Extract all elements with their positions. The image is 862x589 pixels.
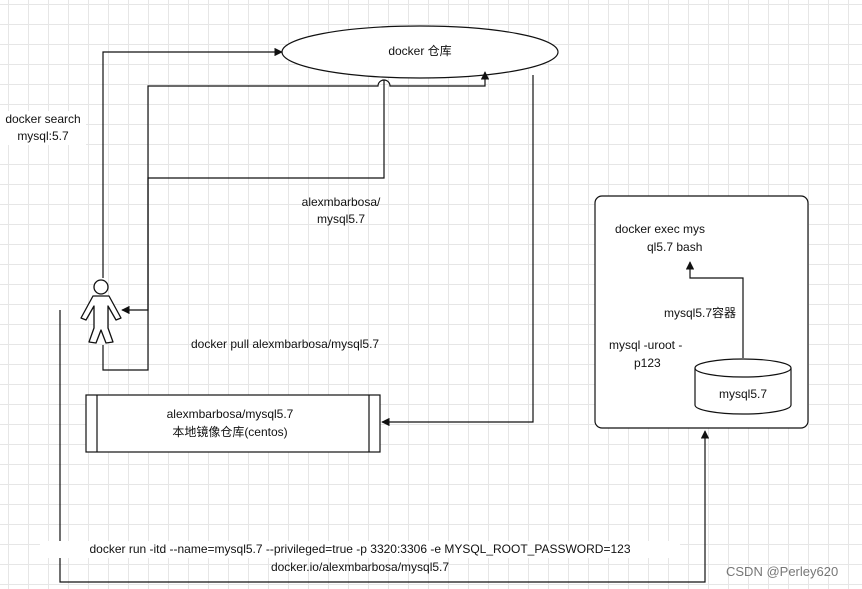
watermark-text: CSDN @Perley620 <box>726 564 839 579</box>
result-label-line2: mysql5.7 <box>316 212 366 226</box>
login-label-line1: mysql -uroot - <box>609 338 683 352</box>
container-label: mysql5.7容器 <box>664 305 737 322</box>
mysql-container-cylinder <box>694 358 792 415</box>
result-label-line1: alexmbarbosa/ <box>301 195 381 209</box>
login-label-line2: p123 <box>634 356 661 370</box>
exec-label-line2: ql5.7 bash <box>647 240 703 254</box>
run-edge <box>59 310 710 583</box>
run-label-line1: docker run -itd --name=mysql5.7 --privil… <box>40 541 680 558</box>
search-edge <box>102 47 283 278</box>
pull-edge <box>102 71 490 371</box>
user-actor-icon <box>80 279 122 344</box>
run-label-line2: docker.io/alexmbarbosa/mysql5.7 <box>270 560 450 574</box>
exec-edge <box>685 261 744 358</box>
pull-label: docker pull alexmbarbosa/mysql5.7 <box>191 337 380 351</box>
search-label-line1: docker search <box>0 111 86 128</box>
local-repo-label-line2: 本地镜像仓库(centos) <box>172 425 288 439</box>
local-repo-node <box>85 394 381 453</box>
search-label-line2: mysql:5.7 <box>0 128 86 145</box>
mysql-cylinder-label: mysql5.7 <box>718 387 768 401</box>
docker-repo-label: docker 仓库 <box>388 44 452 58</box>
exec-label-line1: docker exec mys <box>615 222 706 236</box>
download-edge <box>381 75 534 427</box>
local-repo-label-line1: alexmbarbosa/mysql5.7 <box>166 407 294 421</box>
